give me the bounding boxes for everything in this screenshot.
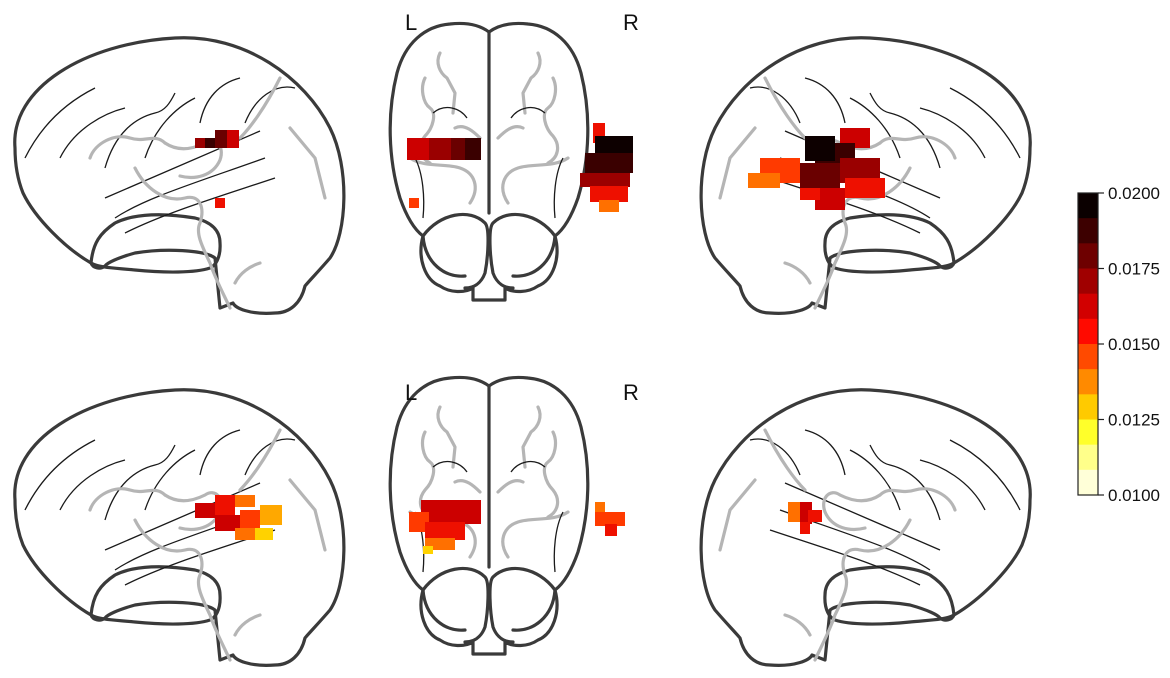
heat-voxel xyxy=(195,138,205,148)
heat-voxel xyxy=(423,546,433,554)
heat-voxel xyxy=(451,138,465,160)
colorbar-gradient xyxy=(1078,193,1098,496)
heat-voxel xyxy=(240,510,260,530)
bottom-left-sagittal-view xyxy=(13,388,346,667)
heat-voxel xyxy=(595,502,605,514)
heat-voxel xyxy=(215,495,235,517)
heat-voxel xyxy=(808,510,822,522)
bottom-right-sagittal-activation xyxy=(788,502,822,534)
heat-voxel xyxy=(205,138,215,148)
bottom-coronal-view: L R xyxy=(388,375,639,656)
heat-voxel xyxy=(255,528,273,540)
colorbar-tick-label: 0.0150 xyxy=(1108,335,1160,354)
heat-voxel xyxy=(425,522,465,540)
heat-voxel xyxy=(599,200,619,212)
bottom-coronal-left-label: L xyxy=(405,380,417,405)
bottom-coronal-activation xyxy=(409,500,625,554)
heat-voxel xyxy=(215,198,225,208)
heat-voxel xyxy=(788,502,800,522)
heat-voxel xyxy=(260,505,282,525)
colorbar-cell xyxy=(1078,293,1098,320)
heat-voxel xyxy=(805,136,835,161)
heat-voxel xyxy=(421,500,481,524)
bottom-right-sagittal-view xyxy=(699,388,1032,667)
heat-voxel xyxy=(585,153,633,173)
colorbar-cell xyxy=(1078,419,1098,446)
heat-voxel xyxy=(409,512,429,532)
colorbar-cell xyxy=(1078,268,1098,295)
heat-voxel xyxy=(429,138,451,160)
colorbar-cell xyxy=(1078,369,1098,395)
heat-voxel xyxy=(235,495,255,507)
top-left-sagittal-view xyxy=(13,36,346,315)
heat-voxel xyxy=(235,528,255,540)
heat-voxel xyxy=(800,163,840,188)
bottom-coronal-right-label: R xyxy=(623,380,639,405)
heat-voxel xyxy=(215,515,240,531)
heat-voxel xyxy=(409,198,419,208)
colorbar-cell xyxy=(1078,243,1098,270)
heat-voxel xyxy=(215,130,227,148)
colorbar-cell xyxy=(1078,193,1098,219)
colorbar: 0.0200 0.0175 0.0150 0.0125 0.0100 xyxy=(1077,184,1160,505)
colorbar-ticks: 0.0200 0.0175 0.0150 0.0125 0.0100 xyxy=(1098,184,1160,505)
heat-voxel xyxy=(227,130,239,148)
colorbar-tick-label: 0.0175 xyxy=(1108,260,1160,279)
heat-voxel xyxy=(748,173,780,188)
heat-voxel xyxy=(605,524,617,536)
heat-voxel xyxy=(465,138,481,160)
heat-voxel xyxy=(815,188,845,210)
colorbar-cell xyxy=(1078,318,1098,345)
top-right-sagittal-view xyxy=(699,36,1032,315)
colorbar-cell xyxy=(1078,394,1098,421)
colorbar-cell xyxy=(1078,344,1098,370)
top-left-sagittal-activation xyxy=(195,130,239,208)
colorbar-tick-label: 0.0125 xyxy=(1108,411,1160,430)
top-coronal-activation xyxy=(407,123,633,212)
heat-voxel xyxy=(580,173,630,187)
colorbar-cell xyxy=(1078,444,1098,471)
heat-voxel xyxy=(845,178,885,198)
heat-voxel xyxy=(800,188,820,200)
top-coronal-left-label: L xyxy=(405,10,417,35)
heat-voxel xyxy=(195,503,215,518)
heat-voxel xyxy=(595,512,625,526)
top-right-sagittal-activation xyxy=(748,128,885,210)
top-coronal-right-label: R xyxy=(623,10,639,35)
heat-voxel xyxy=(595,136,633,156)
heat-voxel xyxy=(407,138,429,160)
colorbar-cell xyxy=(1078,218,1098,244)
colorbar-tick-label: 0.0200 xyxy=(1108,184,1160,203)
bottom-left-sagittal-activation xyxy=(195,495,282,540)
top-coronal-view: L R xyxy=(388,10,639,302)
colorbar-tick-label: 0.0100 xyxy=(1108,486,1160,505)
colorbar-cell xyxy=(1078,469,1098,496)
heat-voxel xyxy=(800,522,810,534)
heat-voxel xyxy=(590,186,628,202)
